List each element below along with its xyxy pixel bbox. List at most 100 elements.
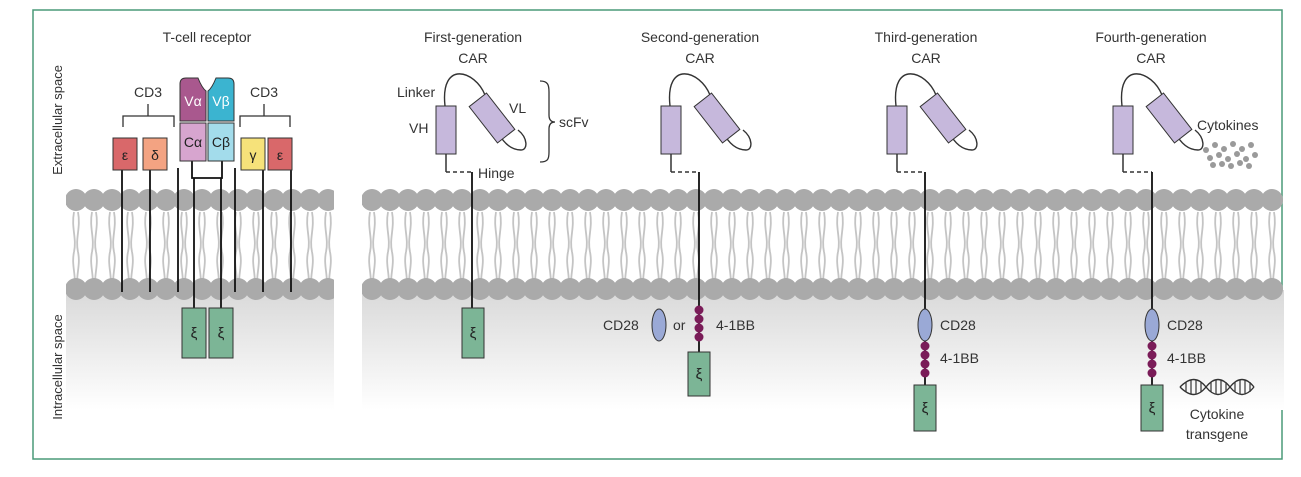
lipid-head — [1207, 278, 1229, 300]
v-beta-label: Vβ — [212, 93, 229, 109]
v-beta-domain — [207, 77, 235, 122]
tcr-complex: CD3 CD3 ε δ γ — [112, 77, 293, 359]
lipid-head — [505, 189, 527, 211]
c-alpha-label: Cα — [184, 134, 202, 150]
lipid-tail — [1250, 211, 1254, 253]
lipid-tail — [714, 211, 718, 253]
lipid-head — [775, 189, 797, 211]
cd3-gamma-label: γ — [250, 147, 257, 163]
lipid-head — [721, 278, 743, 300]
car-gen3: CD28 4-1BB ξ — [886, 73, 979, 432]
lipid-head — [362, 189, 383, 211]
lipid-tail — [1128, 211, 1132, 253]
lipid-tail — [166, 211, 170, 253]
c-beta-domain — [207, 122, 235, 162]
lipid-head — [901, 278, 923, 300]
lipid-head — [1225, 278, 1247, 300]
lipid-head — [757, 278, 779, 300]
lipid-tail — [854, 211, 858, 253]
4-1bb-bead — [1147, 368, 1157, 378]
lipid-head — [433, 278, 455, 300]
lipid-tail — [1070, 211, 1074, 253]
lipid-tail — [144, 211, 148, 253]
gen2-vl-domain — [693, 92, 741, 144]
lipid-head — [1027, 189, 1049, 211]
cytokine-dot — [1212, 142, 1218, 148]
gen4-cd28-domain — [1144, 308, 1160, 342]
lipid-tail — [674, 211, 678, 253]
lipid-tail — [372, 211, 376, 253]
cd3-epsilon-right-domain — [267, 137, 293, 171]
lipid-head — [847, 278, 869, 300]
lipid-tail — [840, 211, 844, 253]
lipid-head — [523, 189, 545, 211]
lipid-tail — [530, 211, 534, 253]
lipid-tail — [584, 211, 588, 253]
lipid-tail — [252, 211, 256, 253]
lipid-tail — [274, 211, 278, 253]
cytokine-dot — [1203, 147, 1209, 153]
lipid-tail — [1182, 211, 1186, 253]
lipid-tail — [588, 211, 592, 253]
lipid-head — [1261, 278, 1283, 300]
lipid-head — [937, 189, 959, 211]
lipid-head — [649, 278, 671, 300]
cytokine-dot — [1207, 155, 1213, 161]
zeta-right-domain — [208, 307, 234, 359]
lipid-tail — [804, 211, 808, 253]
lipid-head — [793, 189, 815, 211]
lipid-head — [955, 189, 977, 211]
lipid-head — [1261, 189, 1283, 211]
cd3-delta-label: δ — [151, 147, 159, 163]
lipid-head — [703, 189, 725, 211]
lipid-head — [66, 278, 87, 300]
lipid-head — [209, 189, 231, 211]
lipid-head — [1171, 189, 1193, 211]
lipid-tail — [858, 211, 862, 253]
lipid-tail — [822, 211, 826, 253]
lipid-head — [227, 278, 249, 300]
lipid-tail — [310, 211, 314, 253]
cytokine-dot — [1210, 162, 1216, 168]
lipid-head — [667, 278, 689, 300]
lipid-head — [281, 278, 303, 300]
lipid-tail — [238, 211, 242, 253]
cytokine-dot — [1228, 163, 1234, 169]
gen3-vl-domain — [919, 92, 967, 144]
lipid-tail — [462, 211, 466, 253]
lipid-head — [487, 189, 509, 211]
gen4-zeta-label: ξ — [1149, 400, 1156, 417]
lipid-tail — [184, 211, 188, 253]
lipid-tail — [498, 211, 502, 253]
lipid-tail — [548, 211, 552, 253]
lipid-head — [559, 278, 581, 300]
lipid-head — [317, 189, 334, 211]
lipid-head — [379, 278, 401, 300]
lipid-tail — [1038, 211, 1042, 253]
lipid-tail — [1056, 211, 1060, 253]
lipid-head — [1045, 189, 1067, 211]
lipid-head — [1027, 278, 1049, 300]
cd3-gamma-domain — [240, 137, 266, 171]
lipid-tail — [642, 211, 646, 253]
lipid-tail — [1200, 211, 1204, 253]
lipid-head — [263, 189, 285, 211]
lipid-tail — [980, 211, 984, 253]
4-1bb-bead — [920, 341, 930, 351]
lipid-tail — [256, 211, 260, 253]
lipid-tail — [894, 211, 898, 253]
lipid-head — [487, 278, 509, 300]
gen2-4-1bb-label: 4-1BB — [716, 317, 755, 333]
gen2-or-label: or — [673, 317, 686, 333]
lipid-tail — [306, 211, 310, 253]
lipid-head — [631, 189, 653, 211]
v-alpha-domain — [179, 77, 207, 122]
gen3-zeta-domain — [913, 384, 937, 432]
lipid-tail — [480, 211, 484, 253]
gen1-zeta-label: ξ — [470, 325, 477, 342]
lipid-tail — [1272, 211, 1276, 253]
lipid-head — [721, 189, 743, 211]
4-1bb-bead — [1147, 350, 1157, 360]
lipid-tail — [660, 211, 664, 253]
lipid-tail — [984, 211, 988, 253]
